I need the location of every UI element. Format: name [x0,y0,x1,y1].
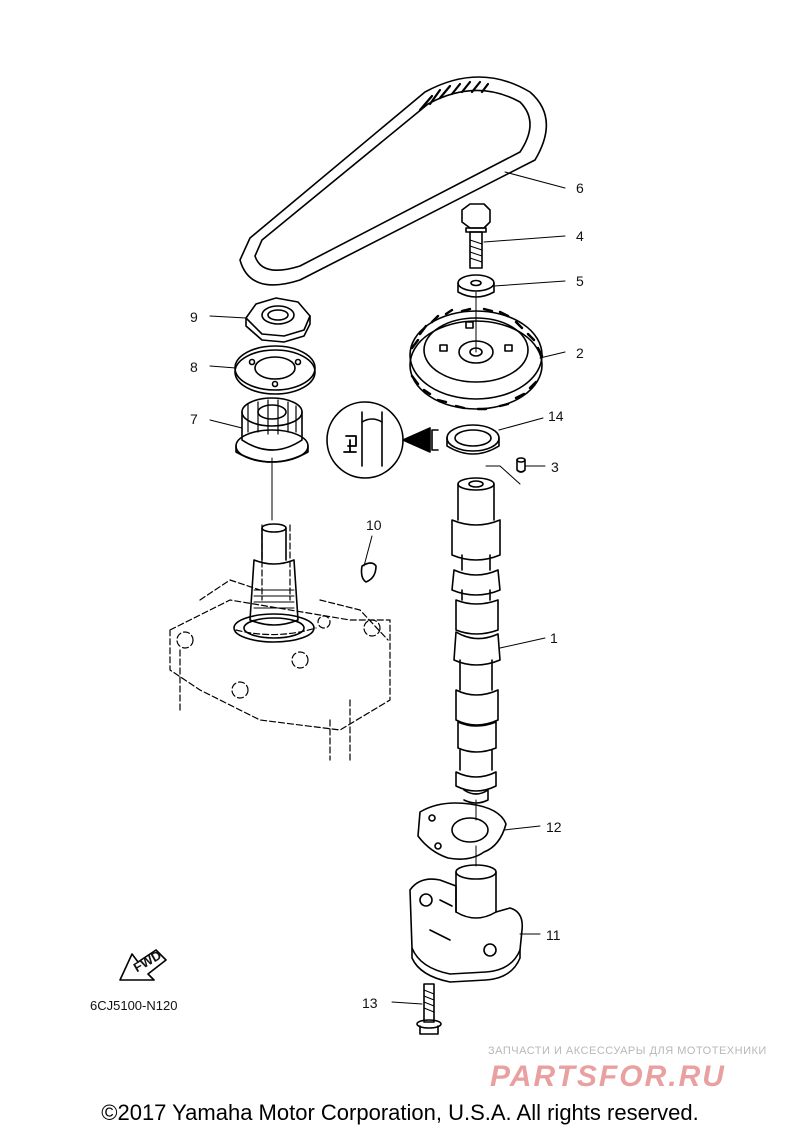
copyright-notice: ©2017 Yamaha Motor Corporation, U.S.A. A… [101,1100,699,1125]
seal-detail-inset [326,401,439,479]
gasket [417,802,507,860]
watermark-brand: PARTSFOR.RU [490,1060,726,1093]
flange-bolt [416,983,442,1035]
callout-5: 5 [576,273,584,289]
assembly-lines [271,291,477,867]
diagram-code: 6CJ5100-N120 [90,998,177,1013]
callout-9: 9 [190,309,198,325]
callout-6: 6 [576,180,584,196]
watermark-tagline: ЗАПЧАСТИ И АКСЕССУАРЫ ДЛЯ МОТОТЕХНИКИ [488,1045,767,1057]
callout-12: 12 [546,819,562,835]
callout-7: 7 [190,411,198,427]
crankshaft-sprocket [235,397,309,463]
plate [234,345,316,395]
dowel-pin [485,457,526,485]
callout-10: 10 [366,517,382,533]
bolt [461,203,491,269]
timing-belt [239,76,548,286]
callout-13: 13 [362,995,378,1011]
callout-8: 8 [190,359,198,375]
crankshaft-stub [233,523,315,643]
callout-1: 1 [550,630,558,646]
oil-seal [446,424,500,455]
fwd-arrow [119,949,167,981]
callout-4: 4 [576,228,584,244]
callout-3: 3 [551,459,559,475]
callout-14: 14 [548,408,564,424]
leader-lines [209,171,566,1005]
oil-pump [409,864,524,983]
woodruff-key [360,562,377,583]
fwd-label: FWD [131,947,164,975]
callout-11: 11 [546,927,561,943]
camshaft [451,477,501,804]
callout-2: 2 [576,345,584,361]
nut [245,297,311,343]
